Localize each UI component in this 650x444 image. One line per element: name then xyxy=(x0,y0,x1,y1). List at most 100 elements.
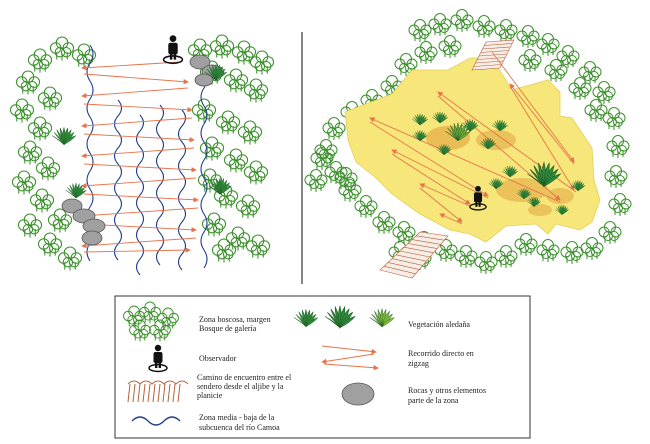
shrub-icon xyxy=(445,121,472,142)
shrub-icon xyxy=(480,137,497,150)
shrub-icon xyxy=(516,187,532,200)
rock-icon xyxy=(61,198,83,214)
tree-icon xyxy=(536,33,560,56)
tree-icon xyxy=(450,9,474,32)
stair-step xyxy=(478,53,508,57)
stair-step xyxy=(473,64,502,67)
tree-icon xyxy=(209,34,235,59)
tree-icon xyxy=(584,99,608,122)
legend-item-zigzag: Recorrido directo en zigzag xyxy=(321,345,474,371)
shrub-icon xyxy=(65,182,87,199)
tree-icon xyxy=(71,43,97,68)
rock-icon xyxy=(81,230,103,246)
route-arrow xyxy=(419,183,471,207)
observer-marker xyxy=(469,185,487,211)
tree-icon xyxy=(199,136,225,161)
observer-marker xyxy=(162,35,184,65)
person-icon xyxy=(469,185,487,211)
forest-margin-trees xyxy=(9,34,275,271)
stair-step xyxy=(482,46,511,50)
shrub-icon xyxy=(369,307,396,328)
route-arrow xyxy=(81,237,197,249)
legend-label-zigzag-2: zigzag xyxy=(408,359,429,368)
tree-icon xyxy=(223,148,249,173)
tree-icon xyxy=(245,234,271,259)
legend-item-river: Zona media - baja de la subcuenca del rí… xyxy=(131,413,280,432)
tree-icon xyxy=(225,226,251,251)
route-arrow xyxy=(81,87,189,99)
tree-icon xyxy=(472,15,496,38)
tree-icon xyxy=(514,233,538,256)
shrub-icon xyxy=(492,119,509,132)
vegetation-group xyxy=(412,111,586,216)
route-arrow xyxy=(419,187,463,223)
tree-icon xyxy=(231,40,257,65)
tree-icon xyxy=(592,81,616,104)
route-arrow xyxy=(509,85,575,191)
route-arrow xyxy=(83,103,193,113)
tree-icon xyxy=(536,239,560,262)
route-arrow xyxy=(83,247,191,253)
route-arrow xyxy=(83,133,195,143)
legend-label-vegetation: Vegetación aledaña xyxy=(408,320,470,329)
left-panel-river-view xyxy=(9,34,275,276)
route-arrow xyxy=(81,117,193,129)
river-line xyxy=(135,114,145,276)
route-arrow xyxy=(81,147,195,159)
tree-icon xyxy=(57,246,83,271)
legend-item-forest: Zona boscosa, margen Bosque de galería xyxy=(123,301,271,342)
route-arrow xyxy=(83,73,189,85)
tree-icon xyxy=(27,116,53,141)
tree-icon xyxy=(598,221,622,244)
tree-cluster-icon xyxy=(123,301,179,342)
tree-icon xyxy=(47,208,73,233)
route-arrow xyxy=(83,163,197,173)
stair-step xyxy=(415,235,445,241)
legend-label-rocks-2: parte de la zona xyxy=(408,396,459,405)
route-arrow xyxy=(321,345,377,355)
tree-icon xyxy=(201,212,227,237)
tree-icon xyxy=(544,59,568,82)
stair-step xyxy=(383,265,416,275)
tree-icon xyxy=(211,238,237,263)
tree-icon xyxy=(324,161,348,184)
stair-step xyxy=(477,57,506,60)
river-line xyxy=(200,69,208,269)
tree-icon xyxy=(602,107,626,130)
stair-step xyxy=(387,262,420,270)
tree-icon xyxy=(37,232,63,257)
tree-icon xyxy=(334,167,358,190)
tree-icon xyxy=(518,49,542,72)
route-arrow xyxy=(391,153,471,205)
zigzag-arrow-icon xyxy=(321,345,379,371)
route-arrow xyxy=(81,207,199,219)
route-arrow xyxy=(369,121,489,197)
tree-icon xyxy=(604,165,628,188)
stair-step xyxy=(407,243,438,249)
stair-step xyxy=(484,43,513,46)
route-arrow xyxy=(439,213,463,225)
shrub-icon xyxy=(205,63,228,81)
tree-icon xyxy=(249,50,275,75)
route-arrow xyxy=(81,61,181,71)
tree-icon xyxy=(304,169,328,192)
legend-label-forest-1: Zona boscosa, margen xyxy=(199,315,271,324)
river-line xyxy=(155,104,165,266)
stair-step xyxy=(391,258,423,266)
legend-label-river-1: Zona media - baja de la xyxy=(199,413,275,422)
tree-icon xyxy=(197,168,223,193)
person-icon xyxy=(148,344,168,373)
stairway-path-top xyxy=(471,39,515,71)
stair-outline xyxy=(379,231,449,279)
stair-step xyxy=(480,50,509,53)
stairway-path-bottom xyxy=(379,231,449,279)
tree-icon xyxy=(338,179,362,202)
tree-icon xyxy=(556,45,580,68)
river-line xyxy=(113,99,123,261)
tree-icon xyxy=(568,77,592,100)
fence-path-icon xyxy=(127,380,189,403)
legend: Zona boscosa, margen Bosque de galería V… xyxy=(114,295,531,439)
shrub-icon xyxy=(324,305,356,329)
route-arrow xyxy=(491,51,575,163)
